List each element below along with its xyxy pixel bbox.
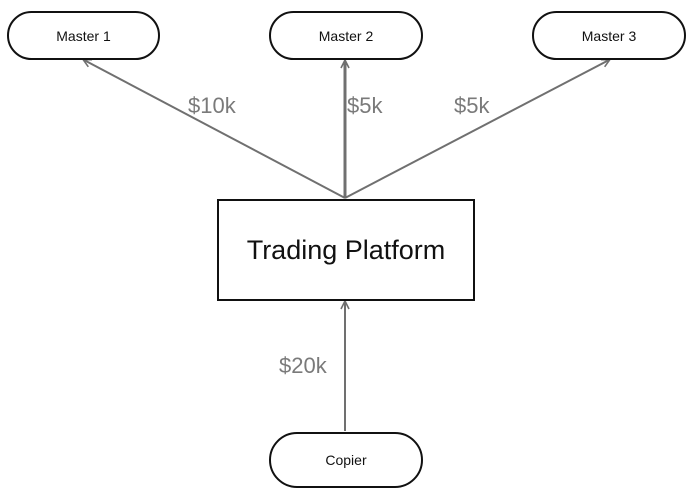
trading-platform-node: Trading Platform	[217, 199, 475, 301]
flow-amount-master-2: $5k	[347, 93, 383, 118]
copier-node: Copier	[269, 432, 423, 488]
arrow-platform-to-master-3	[344, 60, 609, 199]
master-1-node: Master 1	[7, 11, 160, 60]
flow-amount-copier: $20k	[279, 353, 327, 378]
flow-amount-master-1: $10k	[188, 93, 236, 118]
master-3-node: Master 3	[532, 11, 686, 60]
flow-amount-master-3: $5k	[454, 93, 490, 118]
arrow-platform-to-master-1	[84, 60, 346, 199]
master-2-node: Master 2	[269, 11, 423, 60]
